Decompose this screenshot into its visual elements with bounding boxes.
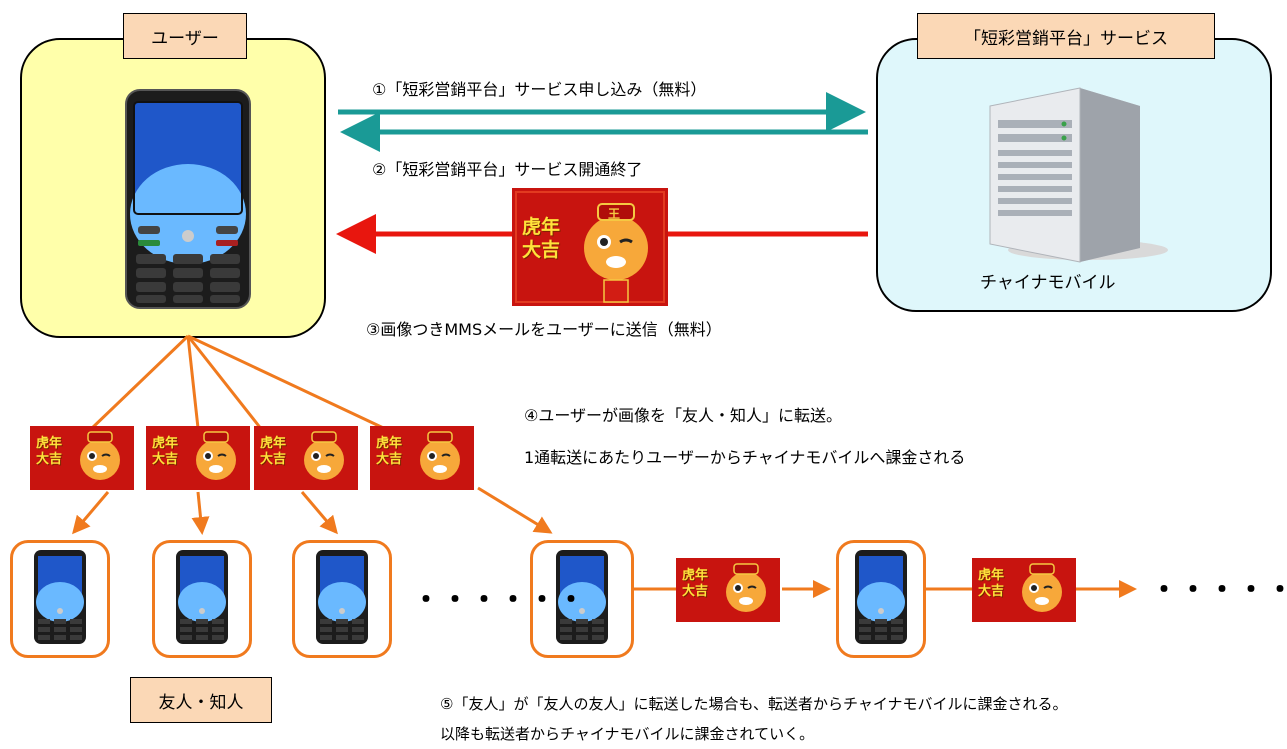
step1-text: ①「短彩営銷平台」サービス申し込み（無料） bbox=[372, 80, 707, 99]
step5-line1: ⑤「友人」が「友人の友人」に転送した場合も、転送者からチャイナモバイルに課金され… bbox=[440, 695, 1068, 713]
tiger-card-icon bbox=[146, 426, 250, 490]
step2-text: ②「短彩営銷平台」サービス開通終了 bbox=[372, 160, 643, 179]
service-label: 「短彩営銷平台」サービス bbox=[917, 13, 1215, 59]
tiger-card-icon bbox=[972, 558, 1076, 622]
tiger-card-icon bbox=[676, 558, 780, 622]
friend-phone-icon bbox=[855, 550, 907, 644]
friend-phone-icon bbox=[176, 550, 228, 644]
greeting-card-small-3: 虎年大吉 bbox=[254, 426, 358, 490]
friend-phone-frame-2 bbox=[152, 540, 252, 658]
friend-phone-icon bbox=[556, 550, 608, 644]
step5-line2: 以降も転送者からチャイナモバイルに課金されていく。 bbox=[440, 725, 815, 743]
greeting-card-small-1: 虎年大吉 bbox=[30, 426, 134, 490]
greeting-card-main: 虎年 大吉 王 bbox=[512, 188, 668, 306]
friend-phone-frame-1 bbox=[10, 540, 110, 658]
friend-phone-icon bbox=[316, 550, 368, 644]
card-text-1: 虎年 bbox=[522, 216, 561, 238]
user-label: ユーザー bbox=[123, 13, 247, 59]
step4-line1: ④ユーザーが画像を「友人・知人」に転送。 bbox=[524, 406, 843, 425]
card-hat-text: 王 bbox=[608, 207, 621, 221]
card-text-2: 大吉 bbox=[522, 239, 561, 261]
friend-phone-frame-5 bbox=[836, 540, 926, 658]
tiger-card-icon bbox=[254, 426, 358, 490]
greeting-card-small-5: 虎年大吉 bbox=[676, 558, 780, 622]
ellipsis-1: ・・・・・・ bbox=[412, 583, 587, 616]
server-icon bbox=[989, 87, 1168, 263]
forward-arrows bbox=[72, 486, 553, 535]
tiger-card-icon bbox=[512, 188, 668, 306]
tiger-card-icon bbox=[370, 426, 474, 490]
greeting-card-small-6: 虎年大吉 bbox=[972, 558, 1076, 622]
greeting-card-small-2: 虎年大吉 bbox=[146, 426, 250, 490]
user-phone-icon bbox=[125, 89, 251, 309]
step3-text: ③画像つきMMSメールをユーザーに送信（無料） bbox=[366, 320, 722, 339]
friend-phone-frame-4 bbox=[530, 540, 634, 658]
friend-phone-icon bbox=[34, 550, 86, 644]
friends-label: 友人・知人 bbox=[130, 677, 272, 723]
tiger-card-icon bbox=[30, 426, 134, 490]
provider-label: チャイナモバイル bbox=[980, 273, 1116, 293]
greeting-card-small-4: 虎年大吉 bbox=[370, 426, 474, 490]
ellipsis-2: ・・・・・・ bbox=[1150, 573, 1287, 606]
fanout-lines bbox=[88, 334, 393, 434]
friend-phone-frame-3 bbox=[292, 540, 392, 658]
step4-line2: 1通転送にあたりユーザーからチャイナモバイルへ課金される bbox=[524, 448, 966, 467]
